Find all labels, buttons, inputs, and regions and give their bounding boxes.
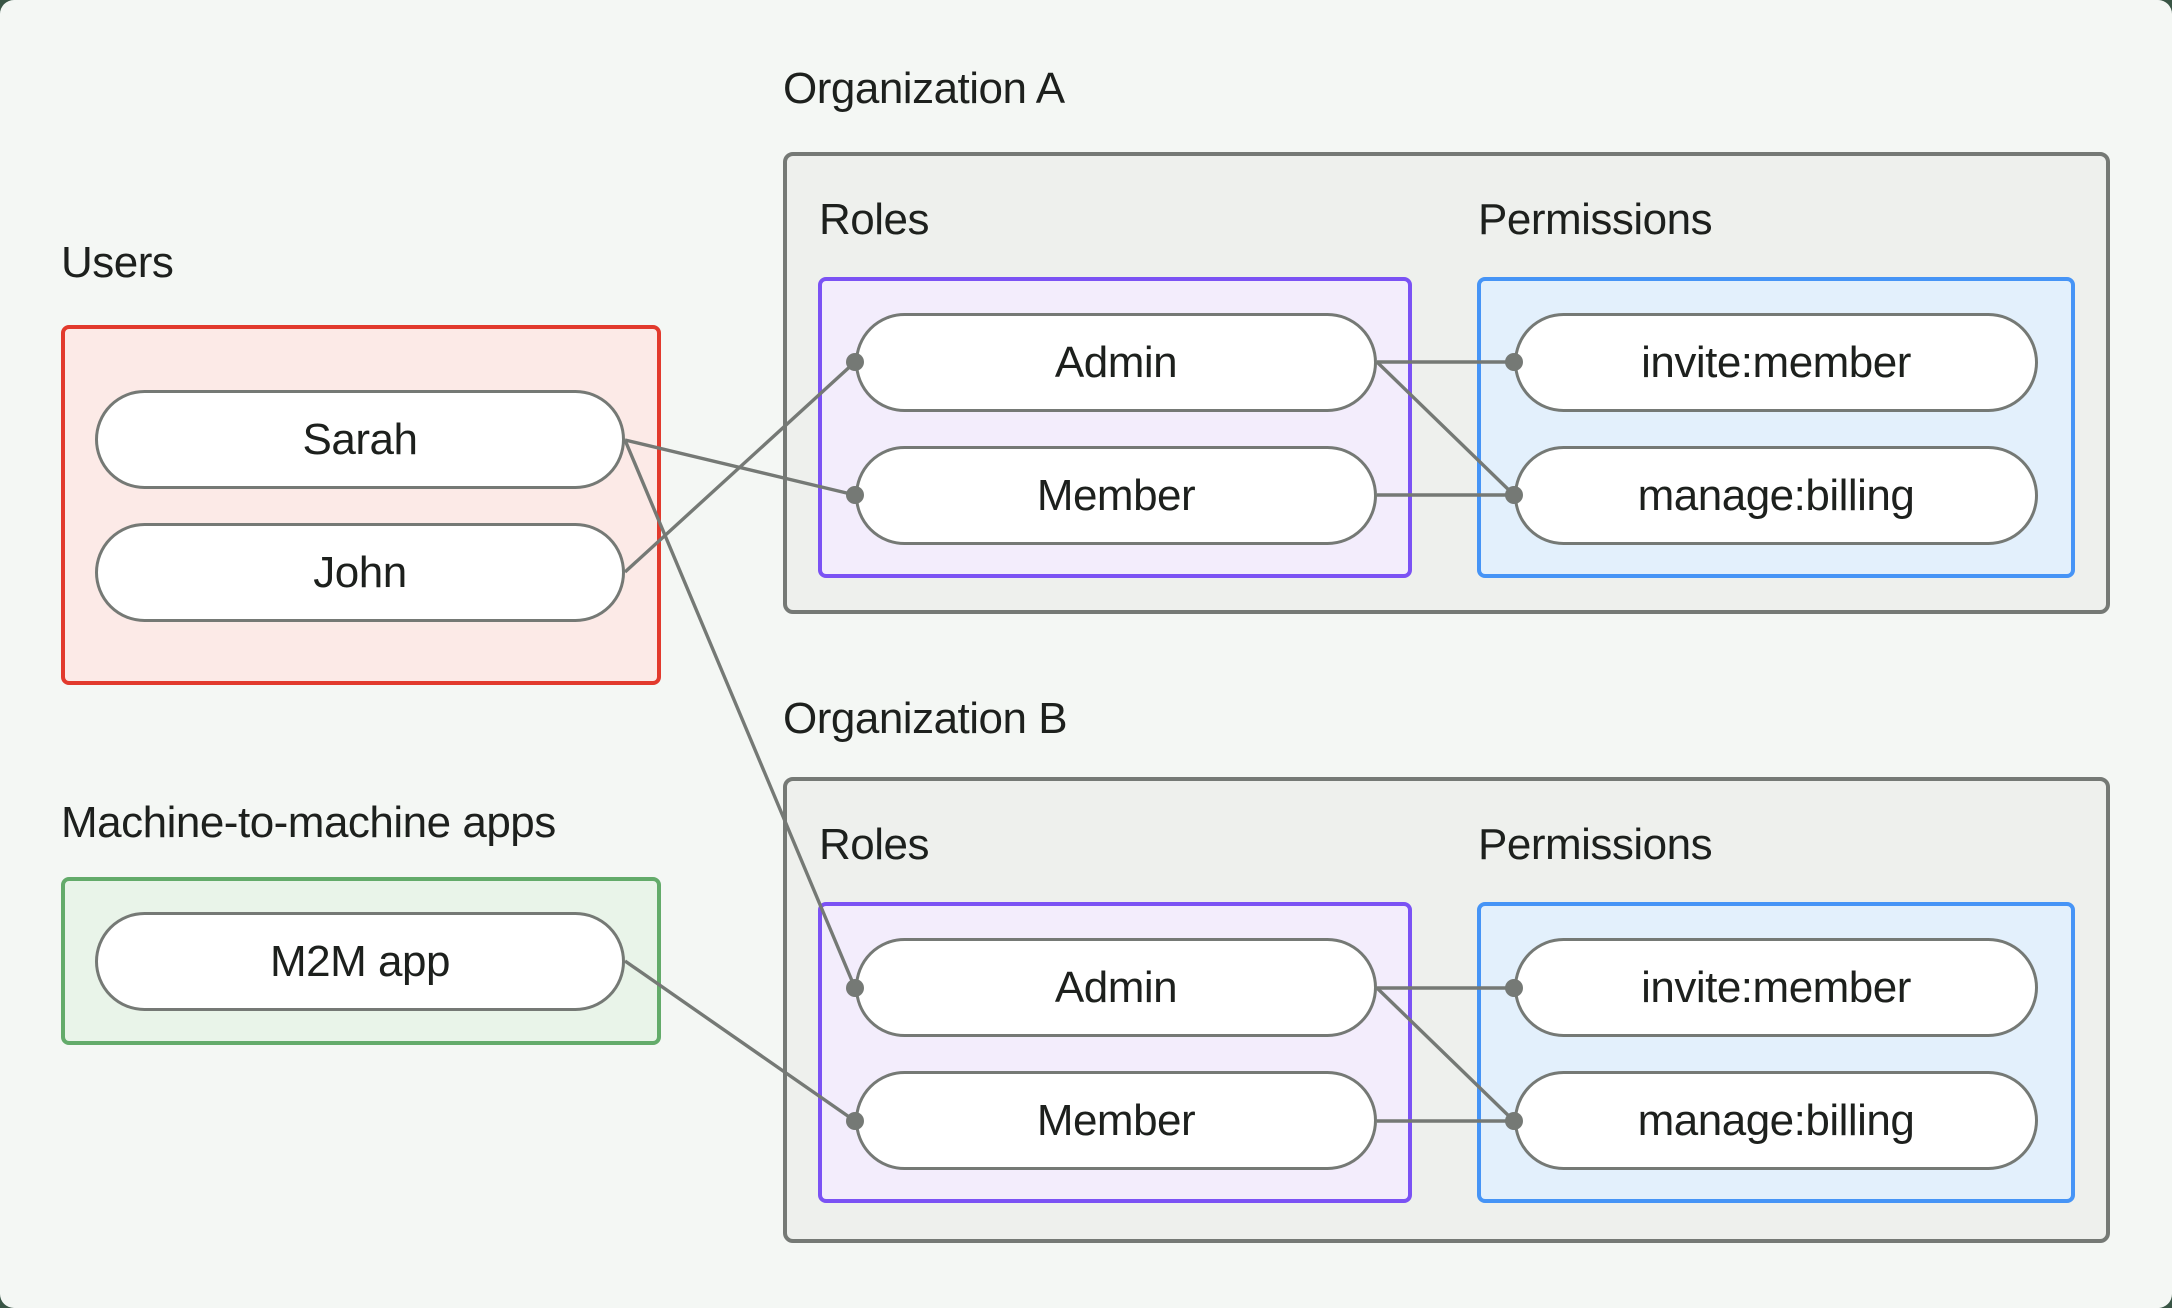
user-node-label: Sarah [302, 414, 418, 464]
users-group-box: Sarah John [61, 325, 661, 685]
users-section-label: Users [61, 238, 174, 287]
org-a-roles-label: Roles [819, 195, 930, 244]
role-node-label: Admin [1054, 337, 1178, 387]
org-a-roles-box: Admin Member [818, 277, 1412, 578]
org-b-permissions-box: invite:member manage:billing [1477, 902, 2075, 1203]
org-a-permissions-label: Permissions [1478, 195, 1713, 244]
permission-node-label: invite:member [1641, 337, 1911, 387]
org-a-permission-manage-billing: manage:billing [1514, 446, 2038, 545]
role-node-label: Admin [1054, 962, 1178, 1012]
org-b-role-member: Member [855, 1071, 1377, 1170]
org-b-role-admin: Admin [855, 938, 1377, 1037]
user-node-sarah: Sarah [95, 390, 625, 489]
permission-node-label: manage:billing [1637, 470, 1915, 520]
m2m-section-label: Machine-to-machine apps [61, 798, 556, 847]
org-a-title: Organization A [783, 64, 1065, 113]
user-node-john: John [95, 523, 625, 622]
org-a-role-member: Member [855, 446, 1377, 545]
permission-node-label: manage:billing [1637, 1095, 1915, 1145]
role-node-label: Member [1036, 470, 1196, 520]
org-b-container: Roles Permissions Admin Member invite:me… [783, 777, 2110, 1243]
org-b-permission-manage-billing: manage:billing [1514, 1071, 2038, 1170]
org-a-container: Roles Permissions Admin Member invite:me… [783, 152, 2110, 614]
org-b-permissions-label: Permissions [1478, 820, 1713, 869]
m2m-app-node-label: M2M app [270, 936, 450, 986]
org-b-roles-box: Admin Member [818, 902, 1412, 1203]
m2m-app-node: M2M app [95, 912, 625, 1011]
org-b-title: Organization B [783, 694, 1068, 743]
org-b-permission-invite-member: invite:member [1514, 938, 2038, 1037]
org-a-permissions-box: invite:member manage:billing [1477, 277, 2075, 578]
org-a-role-admin: Admin [855, 313, 1377, 412]
permission-node-label: invite:member [1641, 962, 1911, 1012]
user-node-label: John [313, 547, 407, 597]
org-b-roles-label: Roles [819, 820, 930, 869]
m2m-group-box: M2M app [61, 877, 661, 1045]
org-a-permission-invite-member: invite:member [1514, 313, 2038, 412]
role-node-label: Member [1036, 1095, 1196, 1145]
